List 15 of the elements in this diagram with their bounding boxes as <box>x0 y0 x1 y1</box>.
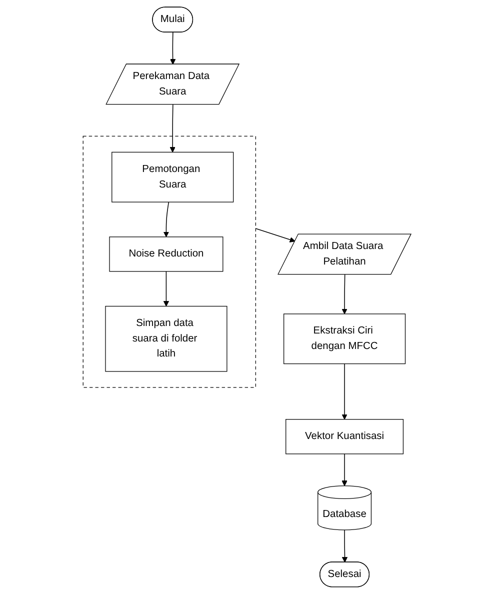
arrow <box>342 363 348 420</box>
cluster <box>82 136 256 388</box>
node-box: Pemotongan Suara <box>112 152 234 202</box>
arrow <box>163 271 169 306</box>
arrow <box>170 104 176 152</box>
arrow <box>163 202 170 238</box>
arrow <box>342 454 348 486</box>
node-box: Vektor Kuantisasi <box>285 419 404 454</box>
node-box: Ekstraksi Ciri dengan MFCC <box>283 314 406 364</box>
node-box: Noise Reduction <box>109 236 224 272</box>
arrow <box>255 228 296 242</box>
arrow <box>342 274 348 314</box>
arrow <box>170 32 176 65</box>
node-box: Simpan data suara di folder latih <box>105 306 228 372</box>
arrow <box>342 530 348 563</box>
